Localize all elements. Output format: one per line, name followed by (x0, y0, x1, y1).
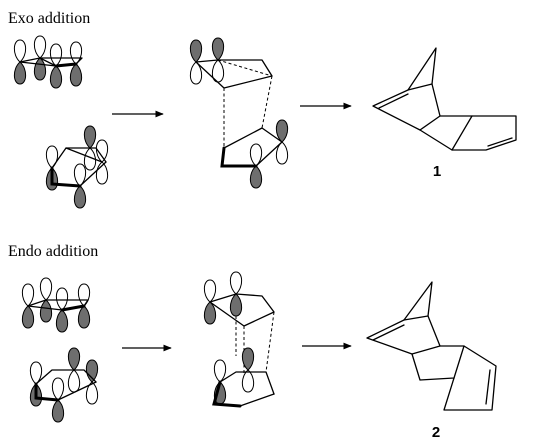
p-orbital (73, 163, 87, 209)
p-orbital (21, 283, 35, 329)
exo-diene-top (13, 35, 83, 89)
p-orbital (189, 39, 203, 85)
p-orbital (249, 143, 263, 189)
exo-product (372, 47, 517, 151)
exo-transition-state (189, 37, 289, 189)
endo-product (366, 281, 497, 411)
endo-transition-state (203, 271, 275, 408)
product-number-2: 2 (432, 424, 440, 441)
exo-heading: Exo addition (8, 10, 90, 27)
p-orbital (51, 377, 65, 423)
endo-diene-top (21, 277, 91, 333)
p-orbital (55, 287, 69, 333)
p-orbital (275, 119, 289, 165)
p-orbital (85, 359, 99, 405)
p-orbital (13, 39, 27, 85)
p-orbital (67, 347, 81, 393)
p-orbital (241, 347, 255, 393)
exo-diene-bottom (45, 125, 109, 209)
p-orbital (39, 277, 53, 323)
endo-heading: Endo addition (8, 243, 98, 260)
p-orbital (83, 125, 97, 171)
product-number-1: 1 (433, 163, 441, 180)
p-orbital (229, 271, 243, 317)
p-orbital (203, 279, 217, 325)
endo-diene-bottom (29, 347, 99, 423)
p-orbital (29, 361, 43, 407)
